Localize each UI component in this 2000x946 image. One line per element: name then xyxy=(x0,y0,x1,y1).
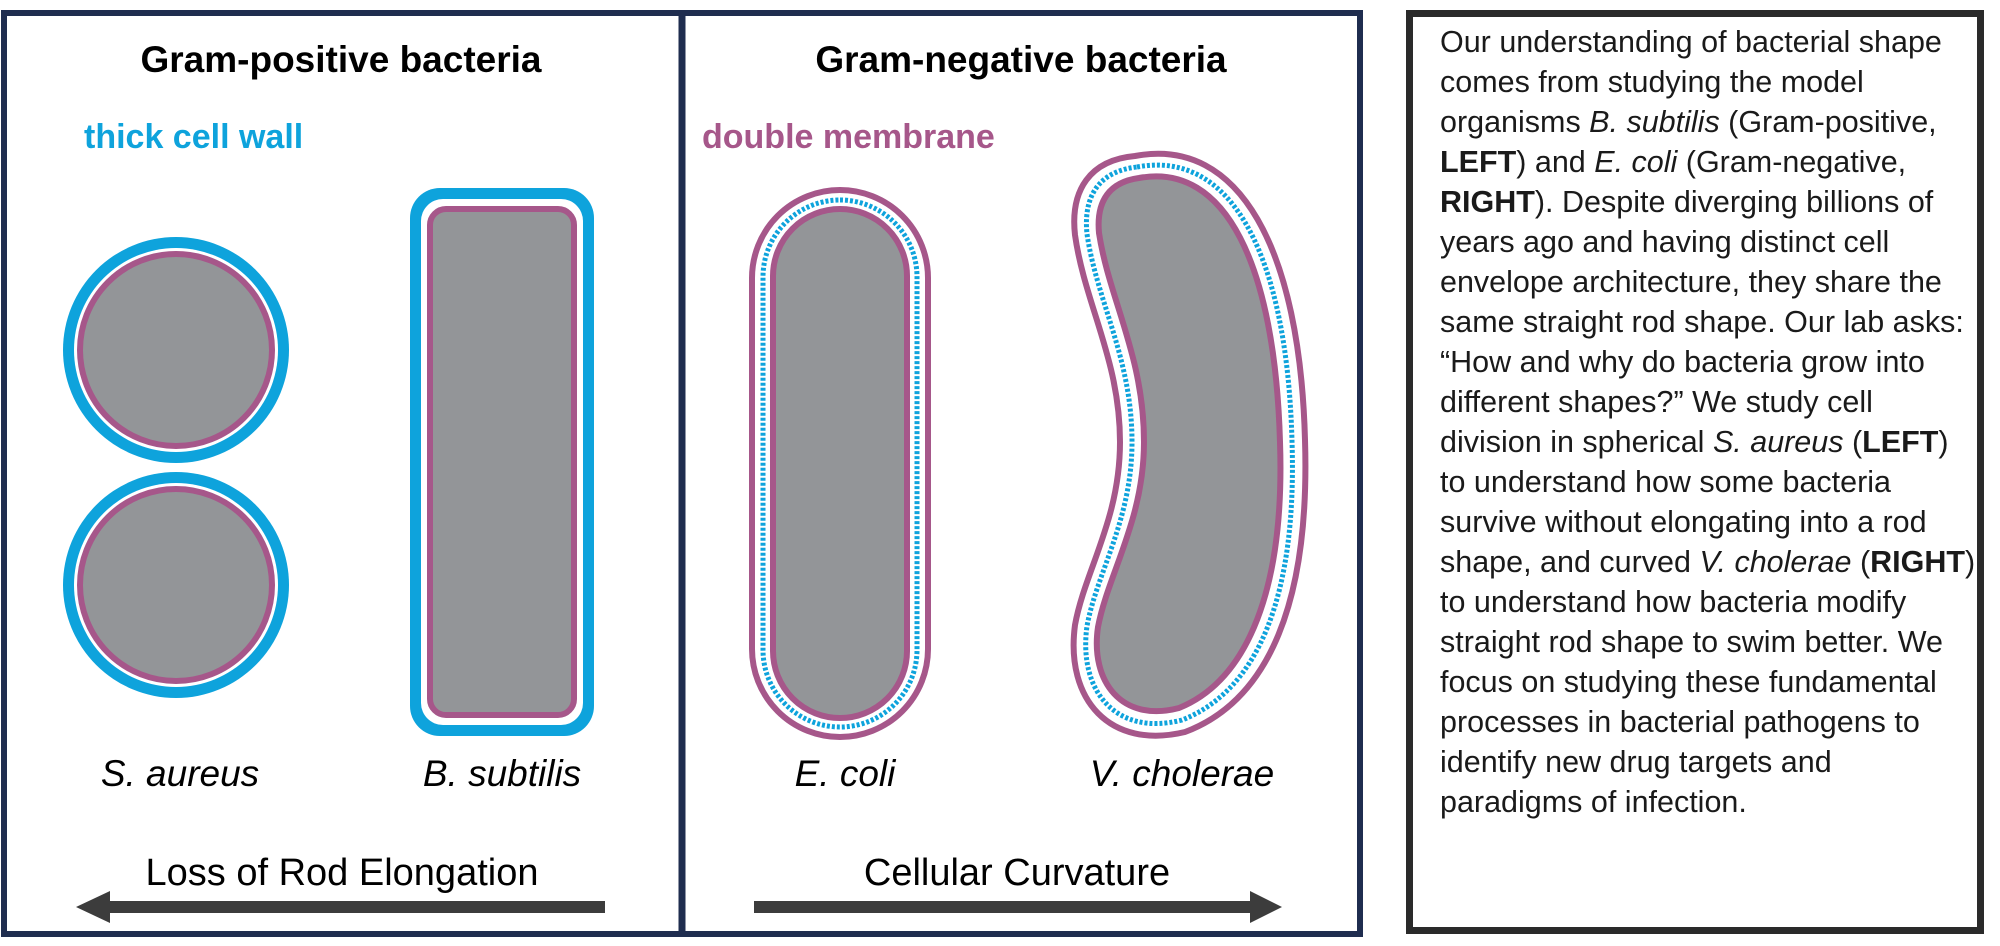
b-subtilis-cell xyxy=(410,188,594,736)
v-cholerae-cell xyxy=(1070,150,1309,739)
left-arrow-icon xyxy=(76,891,605,923)
description-segment: ) to understand how bacteria modify stra… xyxy=(1440,545,1976,819)
left-panel-title: Gram-positive bacteria xyxy=(141,39,542,80)
right-arrow-icon xyxy=(754,891,1282,923)
thick-cell-wall-label: thick cell wall xyxy=(84,118,303,156)
loss-of-rod-elongation-label: Loss of Rod Elongation xyxy=(146,852,539,894)
description-segment: ) to understand how some bacteria surviv… xyxy=(1440,425,1949,579)
description-text: Our understanding of bacterial shape com… xyxy=(1440,22,1980,822)
description-segment: S. aureus xyxy=(1712,425,1844,459)
e-coli-cell xyxy=(749,187,931,740)
description-segment: LEFT xyxy=(1440,145,1517,179)
e-coli-label: E. coli xyxy=(795,753,898,794)
description-segment: B. subtilis xyxy=(1589,105,1720,139)
description-segment: (Gram-negative, xyxy=(1677,145,1907,179)
b-subtilis-label: B. subtilis xyxy=(423,753,581,794)
double-membrane-label: double membrane xyxy=(702,118,995,156)
s-aureus-label: S. aureus xyxy=(101,753,259,794)
description-segment: E. coli xyxy=(1594,145,1678,179)
description-segment: ) and xyxy=(1516,145,1595,179)
description-box xyxy=(1406,10,1984,934)
description-segment: ( xyxy=(1851,545,1871,579)
description-segment: ( xyxy=(1843,425,1863,459)
v-cholerae-label: V. cholerae xyxy=(1090,753,1274,794)
description-segment: V. cholerae xyxy=(1699,545,1852,579)
cellular-curvature-label: Cellular Curvature xyxy=(864,852,1170,894)
description-segment: RIGHT xyxy=(1870,545,1965,579)
s-aureus-cell xyxy=(63,237,289,698)
description-segment: Our understanding of bacterial shape com… xyxy=(1440,25,1942,139)
description-segment: LEFT xyxy=(1862,425,1939,459)
description-segment: (Gram-positive, xyxy=(1719,105,1937,139)
description-segment: ). Despite diverging billions of years a… xyxy=(1440,185,1964,459)
description-segment: RIGHT xyxy=(1440,185,1535,219)
bacteria-shape-diagram: Gram-positive bacteria thick cell wall S… xyxy=(1,10,1363,937)
right-panel-title: Gram-negative bacteria xyxy=(815,39,1227,80)
